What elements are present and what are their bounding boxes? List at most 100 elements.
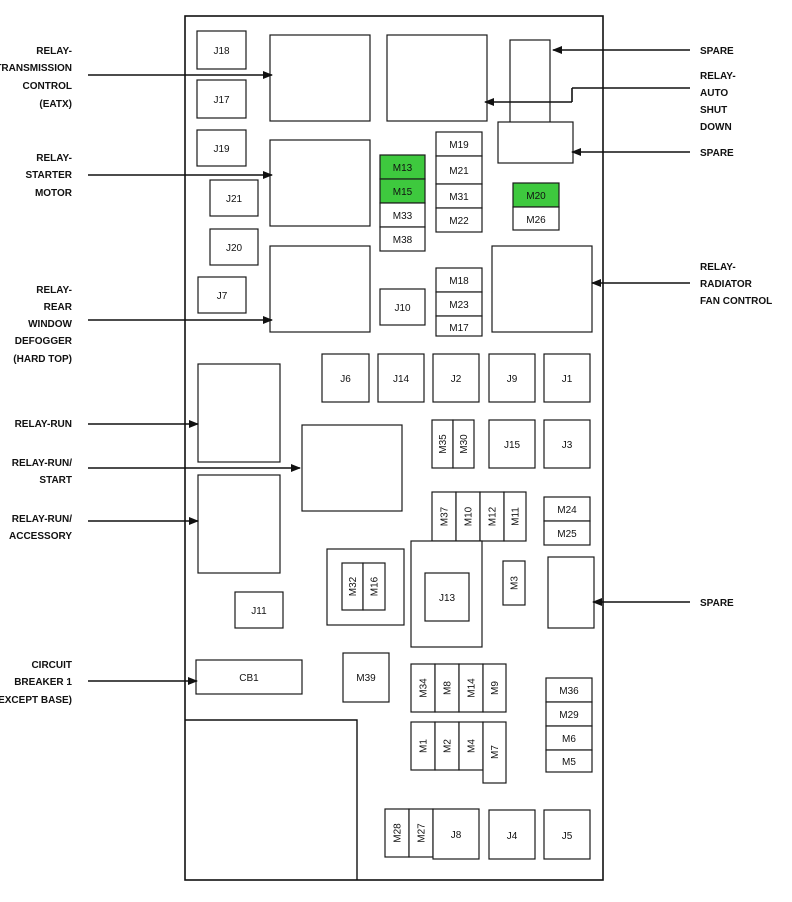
svg-text:RELAY-: RELAY- (36, 285, 72, 296)
fuse-label: J7 (217, 291, 228, 302)
fuse-M18 (435, 267, 483, 293)
fuse-M19 (435, 131, 483, 157)
circuit-breaker-CB1 (195, 659, 303, 695)
fuse-J21 (209, 179, 259, 217)
svg-text:RELAY-: RELAY- (36, 153, 72, 164)
label-spare-top: SPARE (700, 46, 734, 57)
fuse-label: M17 (449, 323, 469, 334)
fuse-label: J13 (439, 593, 456, 604)
svg-text:RELAY-RUN/: RELAY-RUN/ (12, 514, 72, 525)
svg-text:RELAY-RUN/: RELAY-RUN/ (12, 458, 72, 469)
relay-spare-mid (497, 121, 574, 164)
fuse-label: M15 (393, 187, 413, 198)
bottom-left-compartment (185, 719, 358, 880)
fuse-J20 (209, 228, 259, 266)
fuse-label: M9 (490, 681, 501, 695)
fuse-label: M34 (419, 678, 430, 698)
fuse-J15 (488, 419, 536, 469)
fuse-J1 (543, 353, 591, 403)
relay-rear-window-defogger (269, 245, 371, 333)
fuse-J19 (196, 129, 247, 167)
label-relay-run-start: RELAY-RUN/ START (12, 458, 72, 486)
fuse-label: M32 (348, 576, 359, 596)
fuse-M13-highlighted (379, 154, 426, 180)
fuse-J13 (424, 572, 470, 622)
fuse-label: M3 (510, 576, 521, 590)
fuse-label: J1 (562, 374, 573, 385)
fuse-J18 (196, 30, 247, 70)
fuse-M8 (434, 663, 460, 713)
fuse-label: J19 (213, 144, 230, 155)
fuse-label: M5 (562, 757, 576, 768)
svg-text:AUTO: AUTO (700, 88, 728, 99)
fuse-M23 (435, 291, 483, 317)
fuse-label: M26 (526, 215, 546, 226)
svg-text:TRANSMISSION: TRANSMISSION (0, 63, 72, 74)
label-relay-starter-motor: RELAY- STARTER MOTOR (26, 153, 73, 199)
fuse-label: M37 (440, 506, 451, 526)
fuse-label: J8 (451, 830, 462, 841)
fuse-M34 (410, 663, 436, 713)
fuse-M31 (435, 183, 483, 209)
svg-text:SPARE: SPARE (700, 148, 734, 159)
fuse-label: M30 (459, 434, 470, 454)
fuse-M33 (379, 202, 426, 228)
fuse-M26 (512, 206, 560, 231)
label-circuit-breaker: CIRCUIT BREAKER 1 (EXCEPT BASE) (0, 660, 72, 706)
fuse-M27 (408, 808, 434, 858)
fuse-M4 (458, 721, 484, 771)
relay-run-accessory (197, 474, 281, 574)
label-relay-radiator-fan-control: RELAY- RADIATOR FAN CONTROL (700, 262, 772, 307)
fuse-M16 (362, 562, 386, 611)
svg-text:DOWN: DOWN (700, 122, 732, 133)
svg-text:(EXCEPT BASE): (EXCEPT BASE) (0, 695, 72, 706)
fuse-M17 (435, 315, 483, 337)
fuse-M30 (452, 419, 475, 469)
fuse-label: M25 (557, 529, 577, 540)
relay-auto-shutdown (386, 34, 488, 122)
fuse-label: M29 (559, 710, 579, 721)
relay-spare-top (509, 39, 551, 127)
fuse-label: J9 (507, 374, 518, 385)
fuse-label: M7 (490, 745, 501, 759)
svg-text:RADIATOR: RADIATOR (700, 279, 753, 290)
fuse-M3 (502, 560, 526, 606)
label-relay-rear-window-defogger: RELAY- REAR WINDOW DEFOGGER (HARD TOP) (13, 285, 72, 365)
svg-text:CIRCUIT: CIRCUIT (31, 660, 72, 671)
fuse-J9 (488, 353, 536, 403)
fuse-label: M23 (449, 300, 469, 311)
fuse-M10 (455, 491, 481, 542)
fuse-M22 (435, 207, 483, 233)
fuse-J8 (432, 808, 480, 860)
fuse-label: J21 (226, 194, 243, 205)
fuse-label: M20 (526, 191, 546, 202)
fuse-label: M14 (467, 678, 478, 698)
svg-text:REAR: REAR (44, 302, 73, 313)
fuse-label: J20 (226, 243, 243, 254)
fuse-J10 (379, 288, 426, 326)
fuse-label: J14 (393, 374, 410, 385)
svg-text:CONTROL: CONTROL (23, 81, 72, 92)
fuse-J3 (543, 419, 591, 469)
fuse-label: M6 (562, 734, 576, 745)
label-relay-auto-shutdown: RELAY- AUTO SHUT DOWN (700, 71, 736, 133)
label-relay-run: RELAY-RUN (15, 419, 72, 430)
svg-text:(HARD TOP): (HARD TOP) (13, 354, 72, 365)
fuse-J2 (432, 353, 480, 403)
fuse-J6 (321, 353, 370, 403)
fuse-M9 (482, 663, 507, 713)
fuse-label: M22 (449, 216, 469, 227)
fuse-label: M19 (449, 140, 469, 151)
fuse-label: M24 (557, 505, 577, 516)
svg-text:RELAY-: RELAY- (36, 46, 72, 57)
relay-transmission-control (269, 34, 371, 122)
fuse-M38 (379, 226, 426, 252)
label-relay-run-accessory: RELAY-RUN/ ACCESSORY (9, 514, 72, 542)
fuse-J11 (234, 591, 284, 629)
fuse-M25 (543, 520, 591, 546)
fuse-M11 (503, 491, 527, 542)
fuse-label: M8 (443, 681, 454, 695)
label-spare-bottom: SPARE (700, 598, 734, 609)
svg-text:WINDOW: WINDOW (28, 319, 72, 330)
fuse-label: J17 (213, 95, 230, 106)
